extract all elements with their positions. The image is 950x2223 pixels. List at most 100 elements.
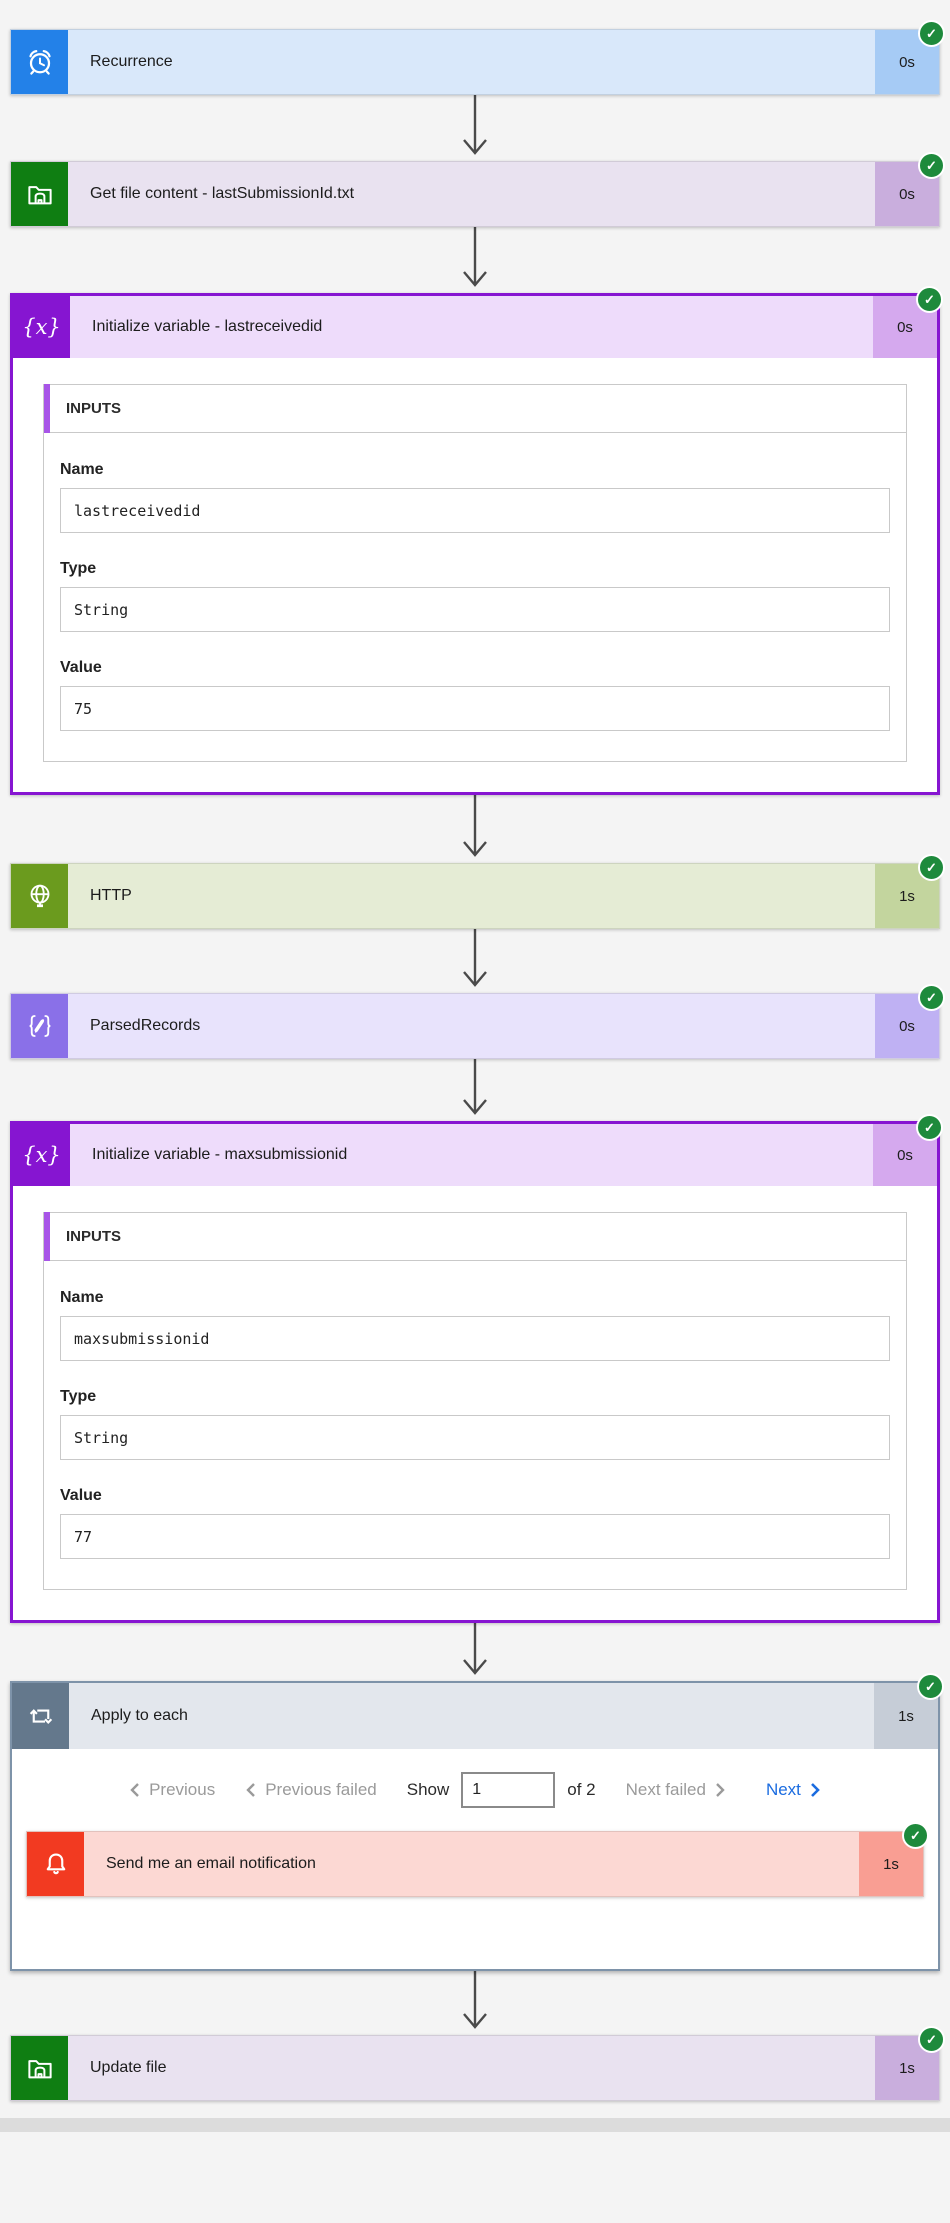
next-button[interactable]: Next [766, 1780, 821, 1800]
chevron-right-icon [811, 1783, 820, 1797]
success-check-icon: ✓ [918, 20, 945, 47]
inputs-accent-bar [44, 384, 50, 433]
card-header[interactable]: {x} Initialize variable - lastreceivedid… [13, 296, 937, 358]
alarm-clock-icon [28, 50, 51, 75]
chevron-right-icon [716, 1783, 725, 1797]
bell-icon [46, 1853, 65, 1875]
connector-arrow [0, 227, 950, 293]
arrow-down-icon [463, 795, 487, 857]
action-apply-to-each: ✓ Apply to each 1s Pre [10, 1673, 944, 1971]
connector-arrow [0, 929, 950, 993]
folder-file-icon [27, 186, 52, 205]
success-check-icon: ✓ [917, 1673, 944, 1700]
of-total-label: of 2 [567, 1780, 596, 1799]
success-check-icon: ✓ [902, 1822, 929, 1849]
connector-arrow [0, 795, 950, 863]
chevron-left-icon [130, 1783, 139, 1797]
success-check-icon: ✓ [918, 152, 945, 179]
arrow-down-icon [463, 929, 487, 987]
action-recurrence[interactable]: Recurrence 0s ✓ [10, 20, 945, 95]
connector-arrow [0, 1059, 950, 1121]
field-label-name: Name [60, 1289, 104, 1306]
inputs-section-header: INPUTS [43, 1212, 907, 1261]
bottom-edge-strip [0, 2118, 950, 2132]
previous-button[interactable]: Previous [129, 1780, 215, 1800]
iteration-pagination: Previous Previous failed Show of 2 Next … [12, 1749, 938, 1831]
variable-iconbox: {x} [13, 1124, 70, 1186]
inputs-section-content: Name lastreceivedid Type String Value 75 [43, 433, 907, 762]
arrow-down-icon [463, 227, 487, 287]
action-get-file-content[interactable]: Get file content - lastSubmissionId.txt … [10, 152, 945, 227]
field-value-type: String [60, 587, 890, 632]
action-send-email-notification[interactable]: Send me an email notification 1s ✓ [26, 1822, 929, 1897]
action-title: Get file content - lastSubmissionId.txt [90, 185, 355, 202]
inputs-label: INPUTS [66, 1228, 122, 1245]
inputs-section-content: Name maxsubmissionid Type String Value 7… [43, 1261, 907, 1590]
show-label: Show [406, 1780, 450, 1799]
action-http[interactable]: HTTP 1s ✓ [10, 854, 945, 929]
file-system-iconbox [11, 2036, 68, 2100]
action-title: Initialize variable - maxsubmissionid [92, 1146, 348, 1163]
loop-iconbox [12, 1683, 69, 1749]
success-check-icon: ✓ [916, 286, 943, 313]
field-value-value: 75 [60, 686, 890, 731]
inputs-accent-bar [44, 1212, 50, 1261]
duration-badge: 0s [875, 994, 939, 1058]
action-title: Update file [90, 2059, 167, 2076]
field-label-type: Type [60, 560, 97, 577]
field-label-type: Type [60, 1388, 97, 1405]
connector-arrow [0, 1623, 950, 1681]
card-body: INPUTS Name maxsubmissionid Type String … [13, 1186, 937, 1620]
field-value-name: maxsubmissionid [60, 1316, 890, 1361]
field-value-name: lastreceivedid [60, 488, 890, 533]
success-check-icon: ✓ [916, 1114, 943, 1141]
action-title: ParsedRecords [90, 1017, 201, 1034]
variable-icon: {x} [22, 315, 61, 339]
field-value-value: 77 [60, 1514, 890, 1559]
next-failed-button[interactable]: Next failed [626, 1780, 726, 1800]
notification-iconbox [27, 1832, 84, 1896]
recurrence-iconbox [11, 30, 68, 94]
arrow-down-icon [463, 1971, 487, 2029]
variable-iconbox: {x} [13, 296, 70, 358]
action-title: Recurrence [90, 53, 173, 70]
braces-pencil-icon [29, 1015, 50, 1037]
http-iconbox [11, 864, 68, 928]
action-title: HTTP [90, 887, 132, 904]
success-check-icon: ✓ [918, 854, 945, 881]
success-check-icon: ✓ [918, 2026, 945, 2053]
file-system-iconbox [11, 162, 68, 226]
arrow-down-icon [463, 95, 487, 155]
card-header[interactable]: Apply to each 1s [12, 1683, 938, 1749]
chevron-left-icon [246, 1783, 256, 1797]
compose-iconbox [11, 994, 68, 1058]
action-parsedrecords[interactable]: ParsedRecords 0s ✓ [10, 984, 945, 1059]
variable-icon: {x} [22, 1143, 61, 1167]
inputs-section-header: INPUTS [43, 384, 907, 433]
connector-arrow [0, 95, 950, 161]
globe-icon [30, 884, 49, 908]
field-value-type: String [60, 1415, 890, 1460]
page-number-input[interactable] [461, 1772, 556, 1808]
field-label-name: Name [60, 461, 104, 478]
arrow-down-icon [463, 1059, 487, 1115]
card-body: INPUTS Name lastreceivedid Type String V… [13, 358, 937, 792]
action-title: Initialize variable - lastreceivedid [92, 318, 323, 335]
connector-arrow [0, 1971, 950, 2035]
field-label-value: Value [60, 1487, 102, 1504]
action-initialize-variable-lastreceivedid: ✓ {x} Initialize variable - lastreceived… [10, 286, 943, 795]
success-check-icon: ✓ [918, 984, 945, 1011]
loop-card-padding [12, 1897, 938, 1969]
card-header[interactable]: {x} Initialize variable - maxsubmissioni… [13, 1124, 937, 1186]
flow-run-canvas: Recurrence 0s ✓ Get file content - lastS… [0, 20, 950, 2132]
loop-icon [29, 1709, 52, 1725]
folder-file-icon [27, 2060, 52, 2079]
previous-failed-button[interactable]: Previous failed [245, 1780, 377, 1800]
action-title: Send me an email notification [106, 1855, 316, 1872]
inputs-label: INPUTS [66, 400, 122, 417]
action-update-file[interactable]: Update file 1s ✓ [10, 2026, 945, 2101]
action-title: Apply to each [91, 1707, 188, 1724]
arrow-down-icon [463, 1623, 487, 1675]
action-initialize-variable-maxsubmissionid: ✓ {x} Initialize variable - maxsubmissio… [10, 1114, 943, 1623]
field-label-value: Value [60, 659, 102, 676]
